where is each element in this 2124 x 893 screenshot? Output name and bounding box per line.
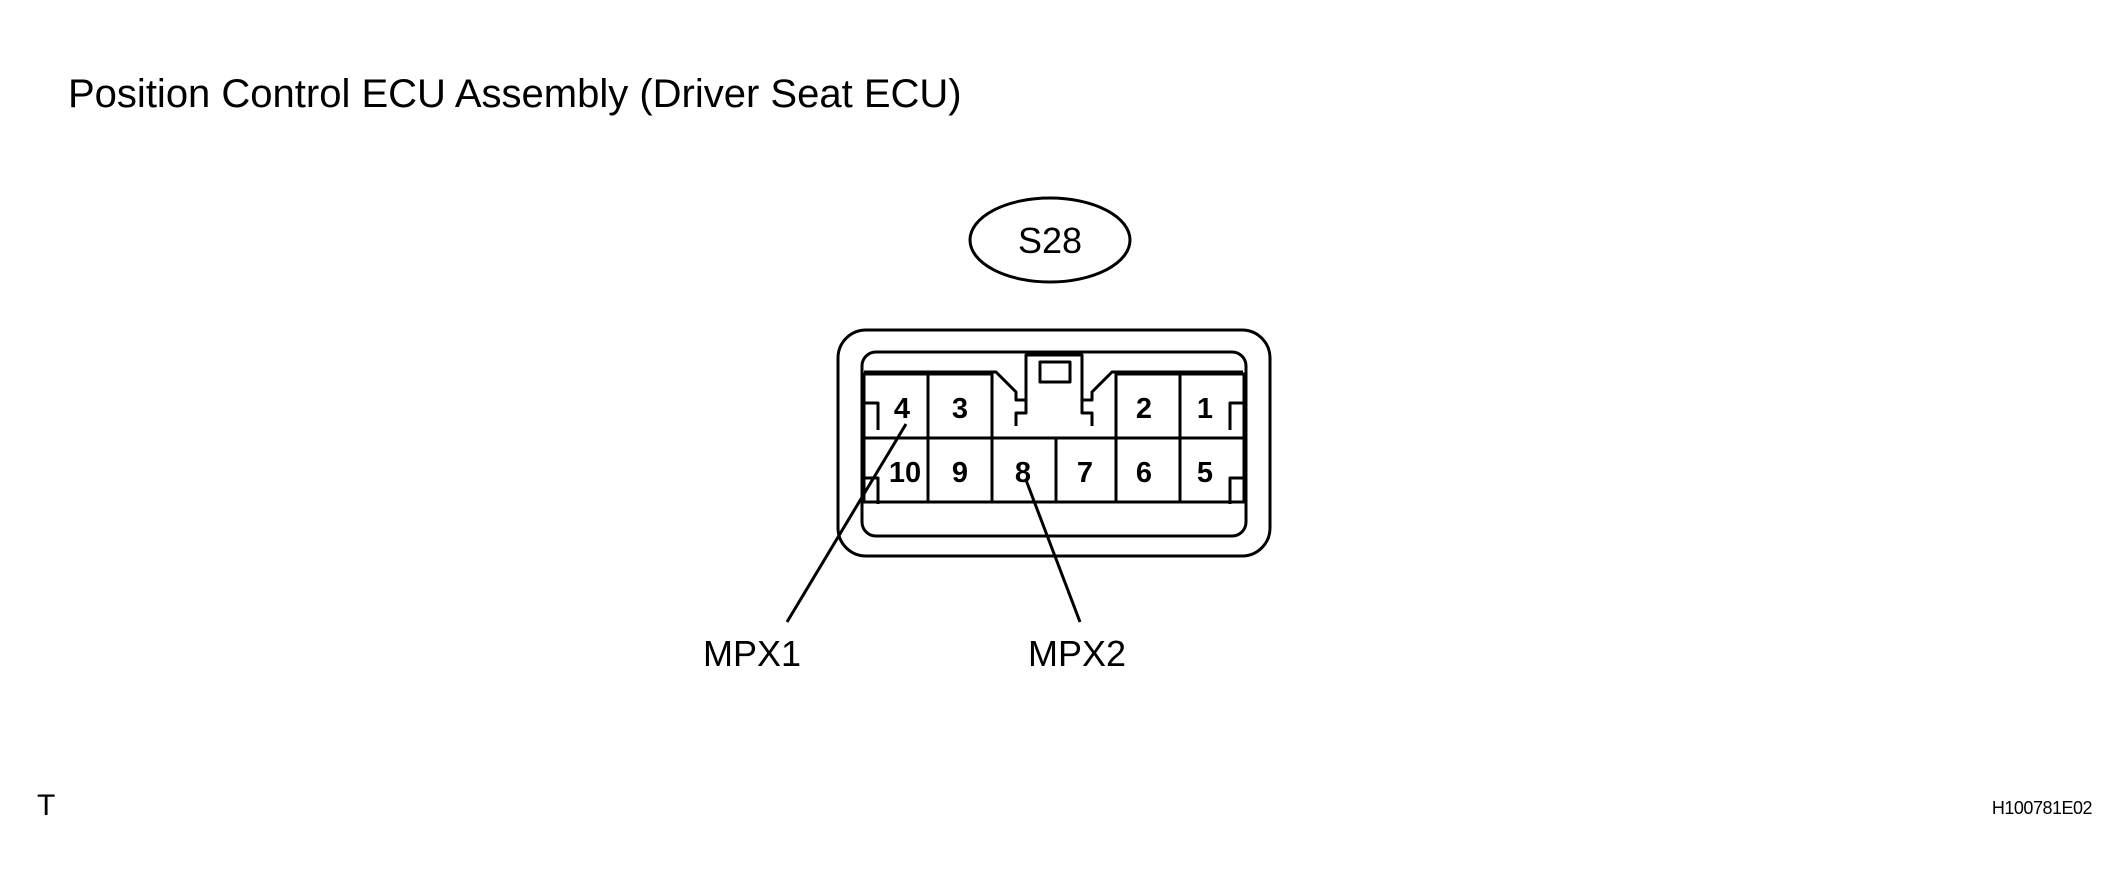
pin-label-4: 4: [894, 393, 910, 425]
connector-notch-left-top: [864, 401, 880, 430]
leader-line-mpx1: [785, 423, 908, 623]
pin-cell-5: [1178, 436, 1246, 504]
connector-code-label: S28: [1018, 220, 1082, 261]
signal-label-mpx1: MPX1: [703, 633, 801, 674]
figure-id: H100781E02: [1991, 798, 2093, 818]
connector-top-right-block: [1080, 370, 1243, 426]
connector-notch-right-bottom: [1228, 476, 1244, 504]
pin-label-2: 2: [1136, 393, 1152, 425]
pin-label-8: 8: [1015, 457, 1031, 489]
connector-housing-outer: [836, 328, 1272, 558]
connector-code-ellipse: [968, 196, 1132, 284]
connector-housing-inner: [860, 350, 1248, 538]
pin-label-9: 9: [952, 457, 968, 489]
connector-lock-frame: [1024, 353, 1084, 400]
page-title: Position Control ECU Assembly (Driver Se…: [68, 72, 962, 116]
pin-label-3: 3: [952, 393, 968, 425]
connector-top-left-block: [864, 370, 1028, 426]
footer-left-mark: T: [37, 789, 56, 822]
pin-label-10: 10: [889, 457, 921, 489]
pin-label-6: 6: [1136, 457, 1152, 489]
pin-label-7: 7: [1077, 457, 1093, 489]
signal-label-mpx2: MPX2: [1028, 633, 1126, 674]
pin-label-1: 1: [1197, 393, 1213, 425]
connector-notch-right-top: [1228, 401, 1244, 430]
connector-notch-left-bottom: [864, 476, 880, 504]
connector-lock-window: [1038, 360, 1072, 384]
pin-label-5: 5: [1197, 457, 1213, 489]
leader-line-mpx2: [1024, 479, 1082, 623]
